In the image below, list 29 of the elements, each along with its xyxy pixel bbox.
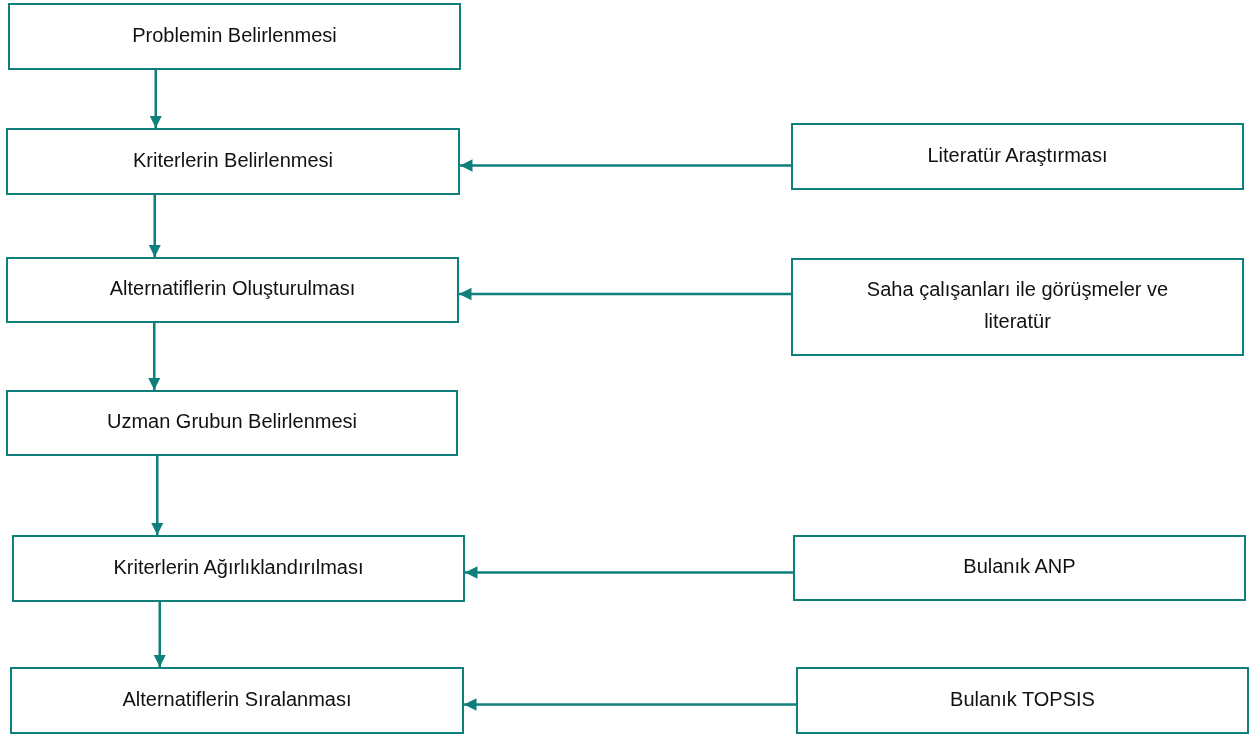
arrow — [151, 456, 164, 535]
arrow — [459, 287, 791, 301]
process-box — [6, 128, 460, 195]
process-box — [6, 390, 458, 456]
arrow — [153, 602, 166, 667]
box-label: Problemin Belirlenmesi — [132, 22, 337, 48]
process-box — [791, 258, 1244, 356]
box-label: Kriterlerin Belirlenmesi — [132, 147, 334, 173]
arrow — [464, 698, 796, 711]
process-box — [8, 3, 461, 70]
process-box — [791, 123, 1244, 190]
arrow — [149, 70, 162, 128]
process-box — [6, 257, 459, 323]
arrow — [148, 195, 161, 257]
box-label: Alternatiflerin Oluşturulması — [109, 276, 356, 301]
box-label: Bulanık ANP — [963, 554, 1076, 579]
arrow — [460, 159, 791, 172]
process-box — [12, 535, 465, 602]
arrow — [148, 323, 161, 390]
process-box — [793, 535, 1246, 601]
process-box — [10, 667, 464, 734]
box-label: Kriterlerin Ağırlıklandırılması — [113, 554, 364, 580]
box-label: Saha çalışanları ile görüşmeler ve literatür — [865, 277, 1170, 334]
box-label: Uzman Grubun Belirlenmesi — [106, 409, 358, 434]
arrow — [465, 566, 793, 579]
box-label: Alternatiflerin Sıralanması — [122, 686, 352, 712]
box-label: Literatür Araştırması — [927, 142, 1108, 168]
process-box — [796, 667, 1249, 734]
box-label: Bulanık TOPSIS — [950, 686, 1095, 712]
